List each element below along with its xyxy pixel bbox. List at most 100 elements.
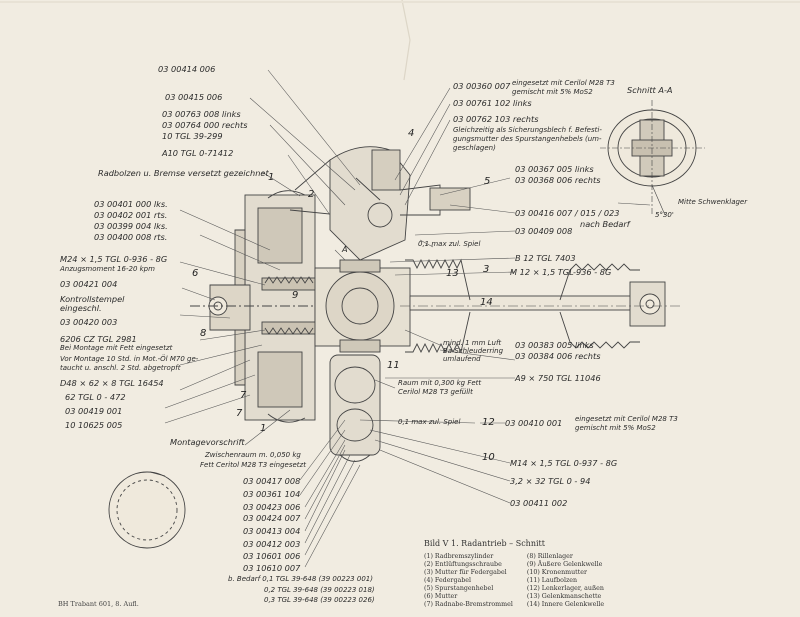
part-label: Gleichzeitig als Sicherungsblech f. Befe…: [453, 126, 602, 134]
part-label: 03 00421 004: [60, 279, 118, 289]
part-label: eingesetzt mit Cerilol M28 T3: [575, 415, 678, 423]
part-label: Zwischenraum m. 0,050 kg: [205, 451, 301, 459]
legend-item: (2) Entlüftungsschraube: [424, 561, 502, 568]
part-label: 03 00762 103 rechts: [453, 114, 539, 124]
part-label: Anzugsmoment 16-20 kpm: [60, 265, 155, 273]
part-label: 03 00409 008: [515, 226, 573, 236]
part-label: D48 × 62 × 8 TGL 16454: [60, 378, 164, 388]
part-label: Bei Montage mit Fett eingesetzt: [60, 344, 173, 352]
legend-item: (10) Kronenmutter: [526, 569, 587, 576]
part-label: Ba Schleuderring: [443, 347, 504, 355]
part-label: 0,2 TGL 39-648 (39 00223 018): [264, 586, 375, 594]
callout-number: 1: [260, 423, 267, 434]
section-title: Schnitt A-A: [627, 85, 673, 95]
part-label: 03 10610 007: [243, 563, 301, 573]
part-label: 03 00761 102 links: [453, 98, 532, 108]
part-label: 03 00368 006 rechts: [515, 175, 601, 185]
part-label: M14 × 1,5 TGL 0-937 - 8G: [510, 458, 618, 468]
legend-item: (8) Rillenlager: [526, 553, 573, 560]
part-label: 03 00423 006: [243, 502, 301, 512]
part-label: 10 10625 005: [65, 420, 123, 430]
upper-steering-knuckle: [329, 146, 471, 261]
legend-item: (6) Mutter: [424, 593, 458, 600]
part-label: taucht u. anschl. 2 Std. abgetropft: [60, 364, 181, 372]
part-label: 03 00383 005 links: [515, 340, 594, 350]
legend-item: (11) Laufbolzen: [526, 577, 578, 584]
callout-number: 12: [482, 417, 495, 428]
part-label: 0,1 max zul. Spiel: [418, 240, 481, 248]
part-label: Raum mit 0,300 kg Fett: [398, 379, 482, 387]
part-label: 03 00400 008 rts.: [94, 232, 168, 242]
part-label: 6206 CZ TGL 2981: [60, 334, 137, 344]
section-marker: A: [342, 244, 348, 254]
legend-item: (14) Innere Gelenkwelle: [526, 601, 605, 608]
brake-drum-hub: [190, 149, 356, 423]
callout-number: 8: [200, 328, 207, 339]
part-label: umlaufend: [443, 355, 481, 363]
part-label: 03 00412 003: [243, 539, 301, 549]
callout-number: 11: [387, 360, 400, 371]
legend-column-right: (8) Rillenlager (9) Äußere Gelenkwelle (…: [527, 553, 604, 609]
legend-item: (7) Radnabe-Bremstrommel: [424, 601, 513, 608]
part-label: 03 00419 001: [65, 406, 123, 416]
part-label: Radbolzen u. Bremse versetzt gezeichnet: [98, 168, 269, 178]
lower-ball-joint: [329, 354, 381, 462]
part-label: 03 00763 008 links: [162, 109, 241, 119]
part-label: 03 00410 001: [505, 418, 563, 428]
part-label: 03 00384 006 rechts: [515, 351, 601, 361]
part-label: Cerilol M28 T3 gefüllt: [398, 388, 473, 396]
part-label: 03 00415 006: [165, 92, 223, 102]
callout-number: 5: [484, 176, 491, 187]
part-label: Kontrollstempel: [60, 294, 125, 304]
callout-number: 2: [308, 189, 315, 200]
part-label: 03 00416 007 / 015 / 023: [515, 208, 620, 218]
callout-number: 1: [268, 172, 275, 183]
part-label: gemischt mit 5% MoS2: [512, 88, 593, 96]
part-label: 03 10601 006: [243, 551, 301, 561]
part-label: 10 TGL 39-299: [162, 131, 223, 141]
part-label: Vor Montage 10 Std. in Mot.-Öl M70 ge-: [60, 355, 199, 363]
part-label: 03 00402 001 rts.: [94, 210, 168, 220]
part-label: 03 00420 003: [60, 317, 118, 327]
part-label: eingesetzt mit Cerilol M28 T3: [512, 79, 615, 87]
part-label: 03 00424 007: [243, 513, 301, 523]
legend-item: (5) Spurstangenhebel: [424, 585, 494, 592]
drive-shaft: [400, 258, 680, 354]
legend-item: (9) Äußere Gelenkwelle: [526, 561, 603, 568]
part-label: 0,3 TGL 39-648 (39 00223 026): [264, 596, 375, 604]
part-label: b. Bedarf 0,1 TGL 39-648 (39 00223 001): [228, 575, 373, 583]
callout-number: 13: [446, 268, 459, 279]
part-label: M24 × 1,5 TGL 0-936 - 8G: [60, 254, 168, 264]
callout-number: 3: [483, 264, 490, 275]
part-label: nach Bedarf: [580, 219, 630, 229]
legend-item: (12) Lenkerlager, außen: [526, 585, 604, 592]
part-label: 03 00417 008: [243, 476, 301, 486]
section-a-a-view: [600, 100, 705, 216]
legend-item: (13) Gelenkmanschette: [526, 593, 602, 600]
part-label: 3,2 × 32 TGL 0 - 94: [510, 476, 591, 486]
part-label: 03 00360 007: [453, 81, 511, 91]
page-footer: BH Trabant 601, 8. Aufl.: [58, 600, 139, 608]
part-label: 03 00401 000 lks.: [94, 199, 168, 209]
part-label: 03 00361 104: [243, 489, 301, 499]
outer-joint: [314, 259, 411, 353]
part-label: 03 00399 004 lks.: [94, 221, 168, 231]
part-label: Montagevorschrift: [170, 437, 245, 447]
part-label: mind. 1 mm Luft: [443, 339, 502, 347]
figure-legend: Bild V 1. Radantrieb – Schnitt (1) Radbr…: [424, 539, 674, 609]
part-label: 62 TGL 0 - 472: [65, 392, 126, 402]
figure-caption: Bild V 1. Radantrieb – Schnitt: [424, 539, 545, 548]
legend-item: (3) Mutter für Federgabel: [424, 569, 507, 576]
legend-item: (4) Federgabel: [424, 577, 471, 584]
part-label: 03 00411 002: [510, 498, 568, 508]
part-label: 03 00367 005 links: [515, 164, 594, 174]
part-label: 03 00414 006: [158, 64, 216, 74]
callout-number: 7: [236, 408, 243, 419]
part-label: A9 × 750 TGL 11046: [515, 373, 601, 383]
part-label: A10 TGL 0-71412: [162, 148, 234, 158]
callout-number: 4: [408, 128, 415, 139]
part-label: 03 00413 004: [243, 526, 301, 536]
callout-number: 6: [192, 268, 199, 279]
